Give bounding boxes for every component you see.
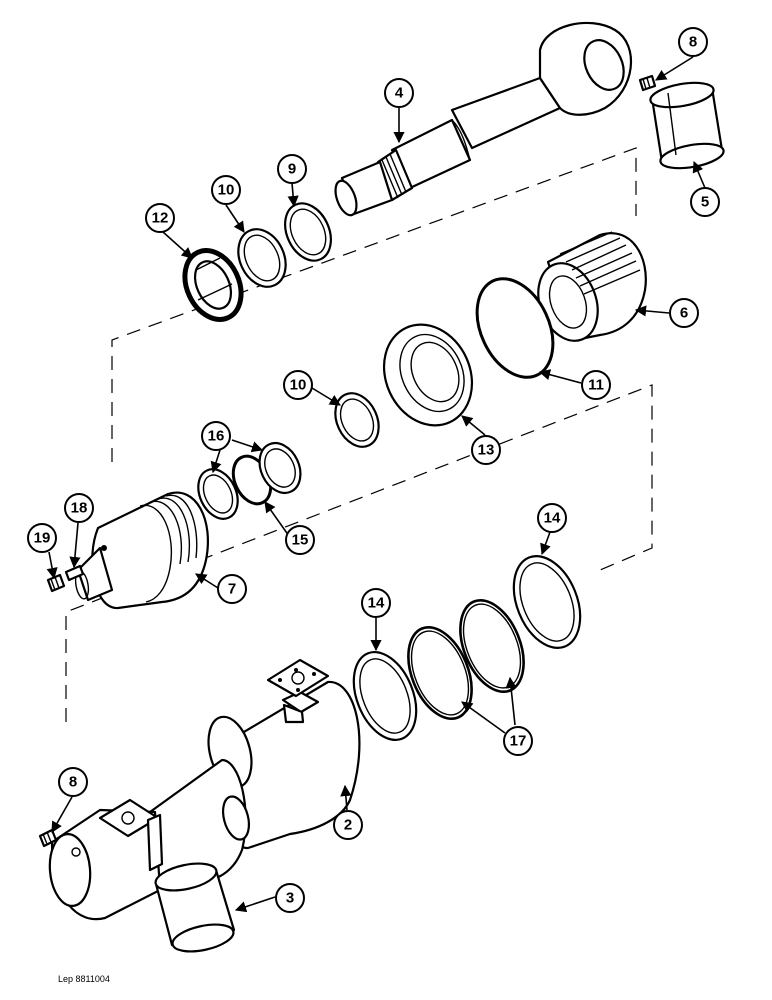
callout-label: 10 xyxy=(218,182,235,199)
callout-label: 11 xyxy=(588,377,604,394)
callout-17: 17 xyxy=(503,726,533,756)
set-screw-and-pin xyxy=(46,564,85,593)
callout-14-right: 14 xyxy=(537,503,567,533)
callout-13: 13 xyxy=(471,435,501,465)
callout-16: 16 xyxy=(201,421,231,451)
callout-label: 3 xyxy=(286,890,294,907)
callout-12: 12 xyxy=(145,203,175,233)
callout-2: 2 xyxy=(333,810,363,840)
callout-18: 18 xyxy=(64,493,94,523)
callout-15: 15 xyxy=(285,525,315,555)
drawing-reference: Lep 8811004 xyxy=(58,974,110,984)
callout-label: 17 xyxy=(510,733,527,750)
alignment-lines xyxy=(65,147,653,722)
callout-19: 19 xyxy=(27,523,57,553)
callout-label: 18 xyxy=(71,500,88,517)
cylinder-base xyxy=(48,758,251,921)
cylinder-rings xyxy=(352,554,582,742)
callout-4: 4 xyxy=(384,78,414,108)
callout-6: 6 xyxy=(669,298,699,328)
wiper-seal xyxy=(182,248,244,322)
callout-5: 5 xyxy=(690,187,720,217)
callout-label: 19 xyxy=(34,530,51,547)
seal-ring-13 xyxy=(382,323,474,427)
callout-label: 6 xyxy=(680,305,688,322)
callout-label: 4 xyxy=(395,85,404,102)
callout-label: 10 xyxy=(290,377,307,394)
callout-label: 14 xyxy=(368,595,385,612)
callout-label: 2 xyxy=(344,817,352,834)
piston-rings xyxy=(197,442,302,520)
callout-label: 5 xyxy=(701,194,709,211)
gland xyxy=(537,231,647,342)
callout-label: 12 xyxy=(152,210,169,227)
leader-lines xyxy=(46,56,706,913)
grease-fitting-top xyxy=(638,74,657,92)
o-ring-11 xyxy=(475,277,555,379)
callout-10-upper: 10 xyxy=(211,175,241,205)
callout-8-top: 8 xyxy=(678,27,708,57)
callout-label: 16 xyxy=(208,428,225,445)
base-bushing xyxy=(154,862,236,953)
callout-3: 3 xyxy=(275,883,305,913)
rod-eye-bushing xyxy=(649,81,725,170)
callout-label: 9 xyxy=(288,161,296,178)
callout-label: 7 xyxy=(228,581,236,598)
seal-ring-10-lower xyxy=(334,392,380,448)
callout-9: 9 xyxy=(277,154,307,184)
piston-rod xyxy=(334,21,633,217)
callout-10-lower: 10 xyxy=(283,370,313,400)
callout-label: 13 xyxy=(478,442,495,459)
callout-label: 8 xyxy=(69,774,77,791)
callout-11: 11 xyxy=(581,370,611,400)
callout-14-left: 14 xyxy=(361,588,391,618)
piston xyxy=(74,491,209,610)
callout-8-bottom: 8 xyxy=(58,767,88,797)
cylinder-tube xyxy=(207,658,361,850)
callout-label: 15 xyxy=(292,532,309,549)
grease-fitting-bottom xyxy=(38,828,58,848)
callout-label: 8 xyxy=(689,34,697,51)
callout-label: 14 xyxy=(544,510,561,527)
seal-ring-10-upper xyxy=(237,228,287,288)
callout-7: 7 xyxy=(217,574,247,604)
